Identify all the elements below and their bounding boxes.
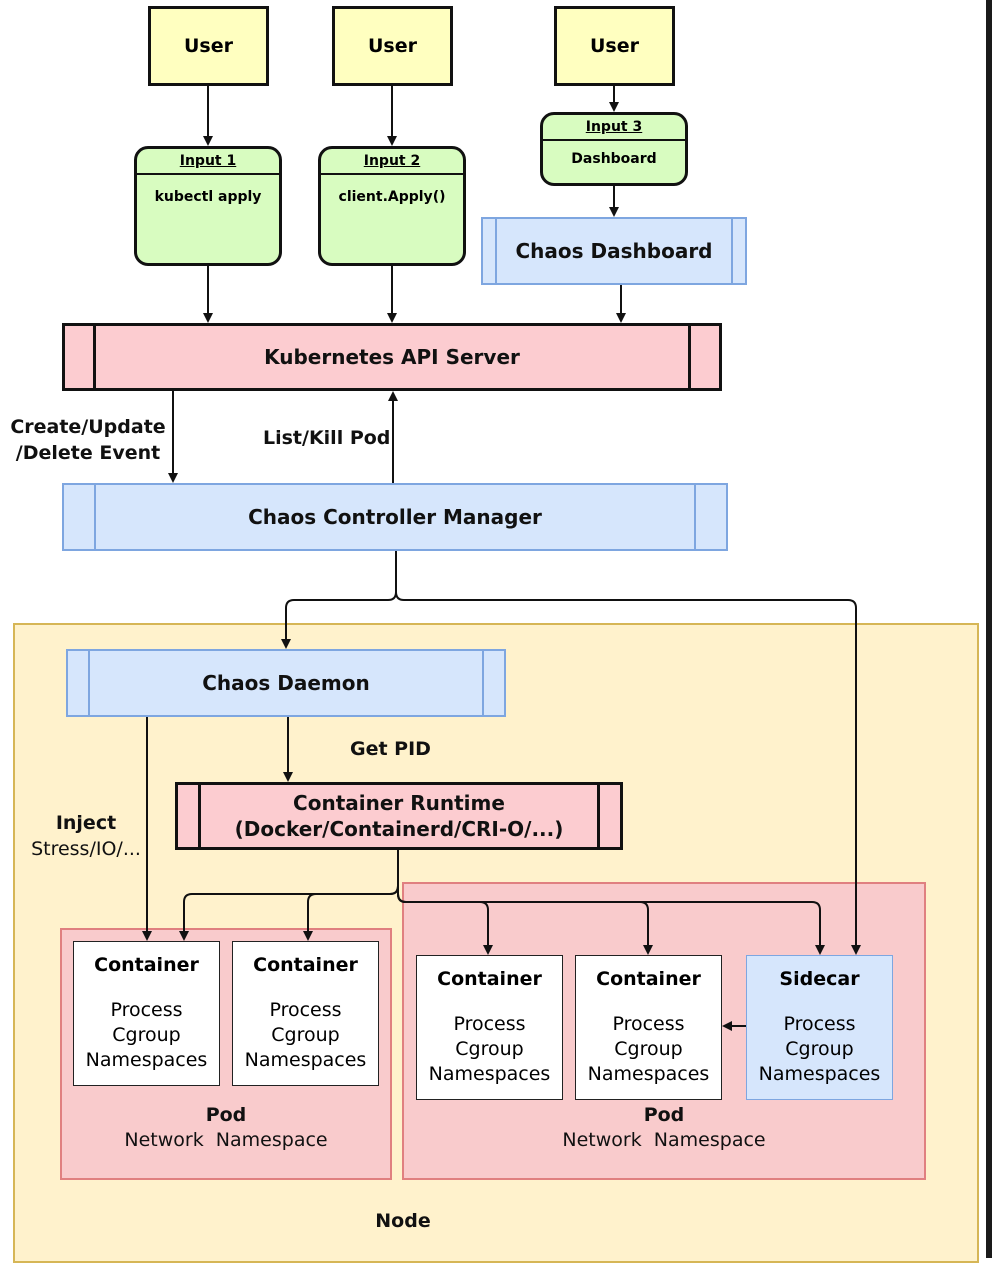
container-runtime-subtitle: (Docker/Containerd/CRI-O/...) (234, 817, 564, 841)
event-label-line1: Create/Update (10, 416, 166, 438)
container-namespaces: Namespaces (587, 1063, 710, 1085)
container-title: Container (596, 968, 701, 990)
list-kill-pod-label: List/Kill Pod (263, 427, 391, 449)
input-3-header: Input 3 (543, 115, 685, 141)
container-cgroup: Cgroup (455, 1038, 524, 1060)
chaos-daemon-label: Chaos Daemon (202, 671, 370, 695)
user-label: User (368, 35, 417, 57)
container-namespaces: Namespaces (244, 1049, 367, 1071)
user-box-1: User (148, 6, 269, 86)
container-title: Container (437, 968, 542, 990)
chaos-controller-manager-label: Chaos Controller Manager (248, 505, 542, 529)
arrow-runtime-container2 (303, 885, 399, 941)
container-process: Process (453, 1013, 526, 1035)
arrow-controller-daemon (281, 551, 397, 649)
inject-label-title: Inject (55, 812, 117, 834)
container-box: Container Process Cgroup Namespaces (232, 941, 379, 1086)
sidecar-title: Sidecar (779, 968, 860, 990)
container-title: Container (94, 954, 199, 976)
container-namespaces: Namespaces (428, 1063, 551, 1085)
kubernetes-api-server-box: Kubernetes API Server (62, 323, 722, 391)
pod-title: Pod (643, 1104, 685, 1126)
input-2-box: Input 2 client.Apply() (318, 146, 466, 266)
inject-label: Inject Stress/IO/... (22, 810, 150, 862)
container-process: Process (269, 999, 342, 1021)
input-1-header: Input 1 (137, 149, 279, 175)
container-box: Container Process Cgroup Namespaces (575, 955, 722, 1100)
arrow-controller-sidecar (395, 551, 861, 955)
pod-right-label: Pod Network Namespace (402, 1103, 926, 1153)
container-process: Process (110, 999, 183, 1021)
chaos-daemon-box: Chaos Daemon (66, 649, 506, 717)
event-label-line2: /Delete Event (15, 442, 161, 464)
pod-network-namespace: Network Namespace (562, 1129, 766, 1151)
container-runtime-title: Container Runtime (293, 791, 505, 815)
arrow-runtime-sidecar (397, 893, 825, 955)
sidecar-namespaces: Namespaces (758, 1063, 881, 1085)
container-namespaces: Namespaces (85, 1049, 208, 1071)
chaos-dashboard-label: Chaos Dashboard (515, 239, 713, 263)
container-cgroup: Cgroup (614, 1038, 683, 1060)
user-box-2: User (332, 6, 453, 86)
kubernetes-api-server-label: Kubernetes API Server (264, 345, 520, 369)
container-box: Container Process Cgroup Namespaces (416, 955, 563, 1100)
node-label: Node (375, 1210, 431, 1232)
create-update-delete-event-label: Create/Update /Delete Event (8, 414, 168, 466)
sidecar-process: Process (783, 1013, 856, 1035)
inject-label-detail: Stress/IO/... (31, 838, 141, 860)
sidecar-box: Sidecar Process Cgroup Namespaces (746, 955, 893, 1100)
user-label: User (184, 35, 233, 57)
user-label: User (590, 35, 639, 57)
pod-left-label: Pod Network Namespace (60, 1103, 392, 1153)
input-1-box: Input 1 kubectl apply (134, 146, 282, 266)
pod-title: Pod (205, 1104, 247, 1126)
container-process: Process (612, 1013, 685, 1035)
input-3-body: Dashboard (571, 151, 657, 167)
pod-network-namespace: Network Namespace (124, 1129, 328, 1151)
chaos-controller-manager-box: Chaos Controller Manager (62, 483, 728, 551)
input-2-header: Input 2 (321, 149, 463, 175)
get-pid-label: Get PID (350, 738, 431, 760)
container-title: Container (253, 954, 358, 976)
input-3-box: Input 3 Dashboard (540, 112, 688, 186)
sidecar-cgroup: Cgroup (785, 1038, 854, 1060)
container-box: Container Process Cgroup Namespaces (73, 941, 220, 1086)
input-2-body: client.Apply() (338, 189, 446, 205)
input-1-body: kubectl apply (154, 189, 262, 205)
container-runtime-box: Container Runtime (Docker/Containerd/CRI… (175, 782, 623, 850)
user-box-3: User (554, 6, 675, 86)
container-cgroup: Cgroup (112, 1024, 181, 1046)
container-cgroup: Cgroup (271, 1024, 340, 1046)
chaos-dashboard-box: Chaos Dashboard (481, 217, 747, 285)
